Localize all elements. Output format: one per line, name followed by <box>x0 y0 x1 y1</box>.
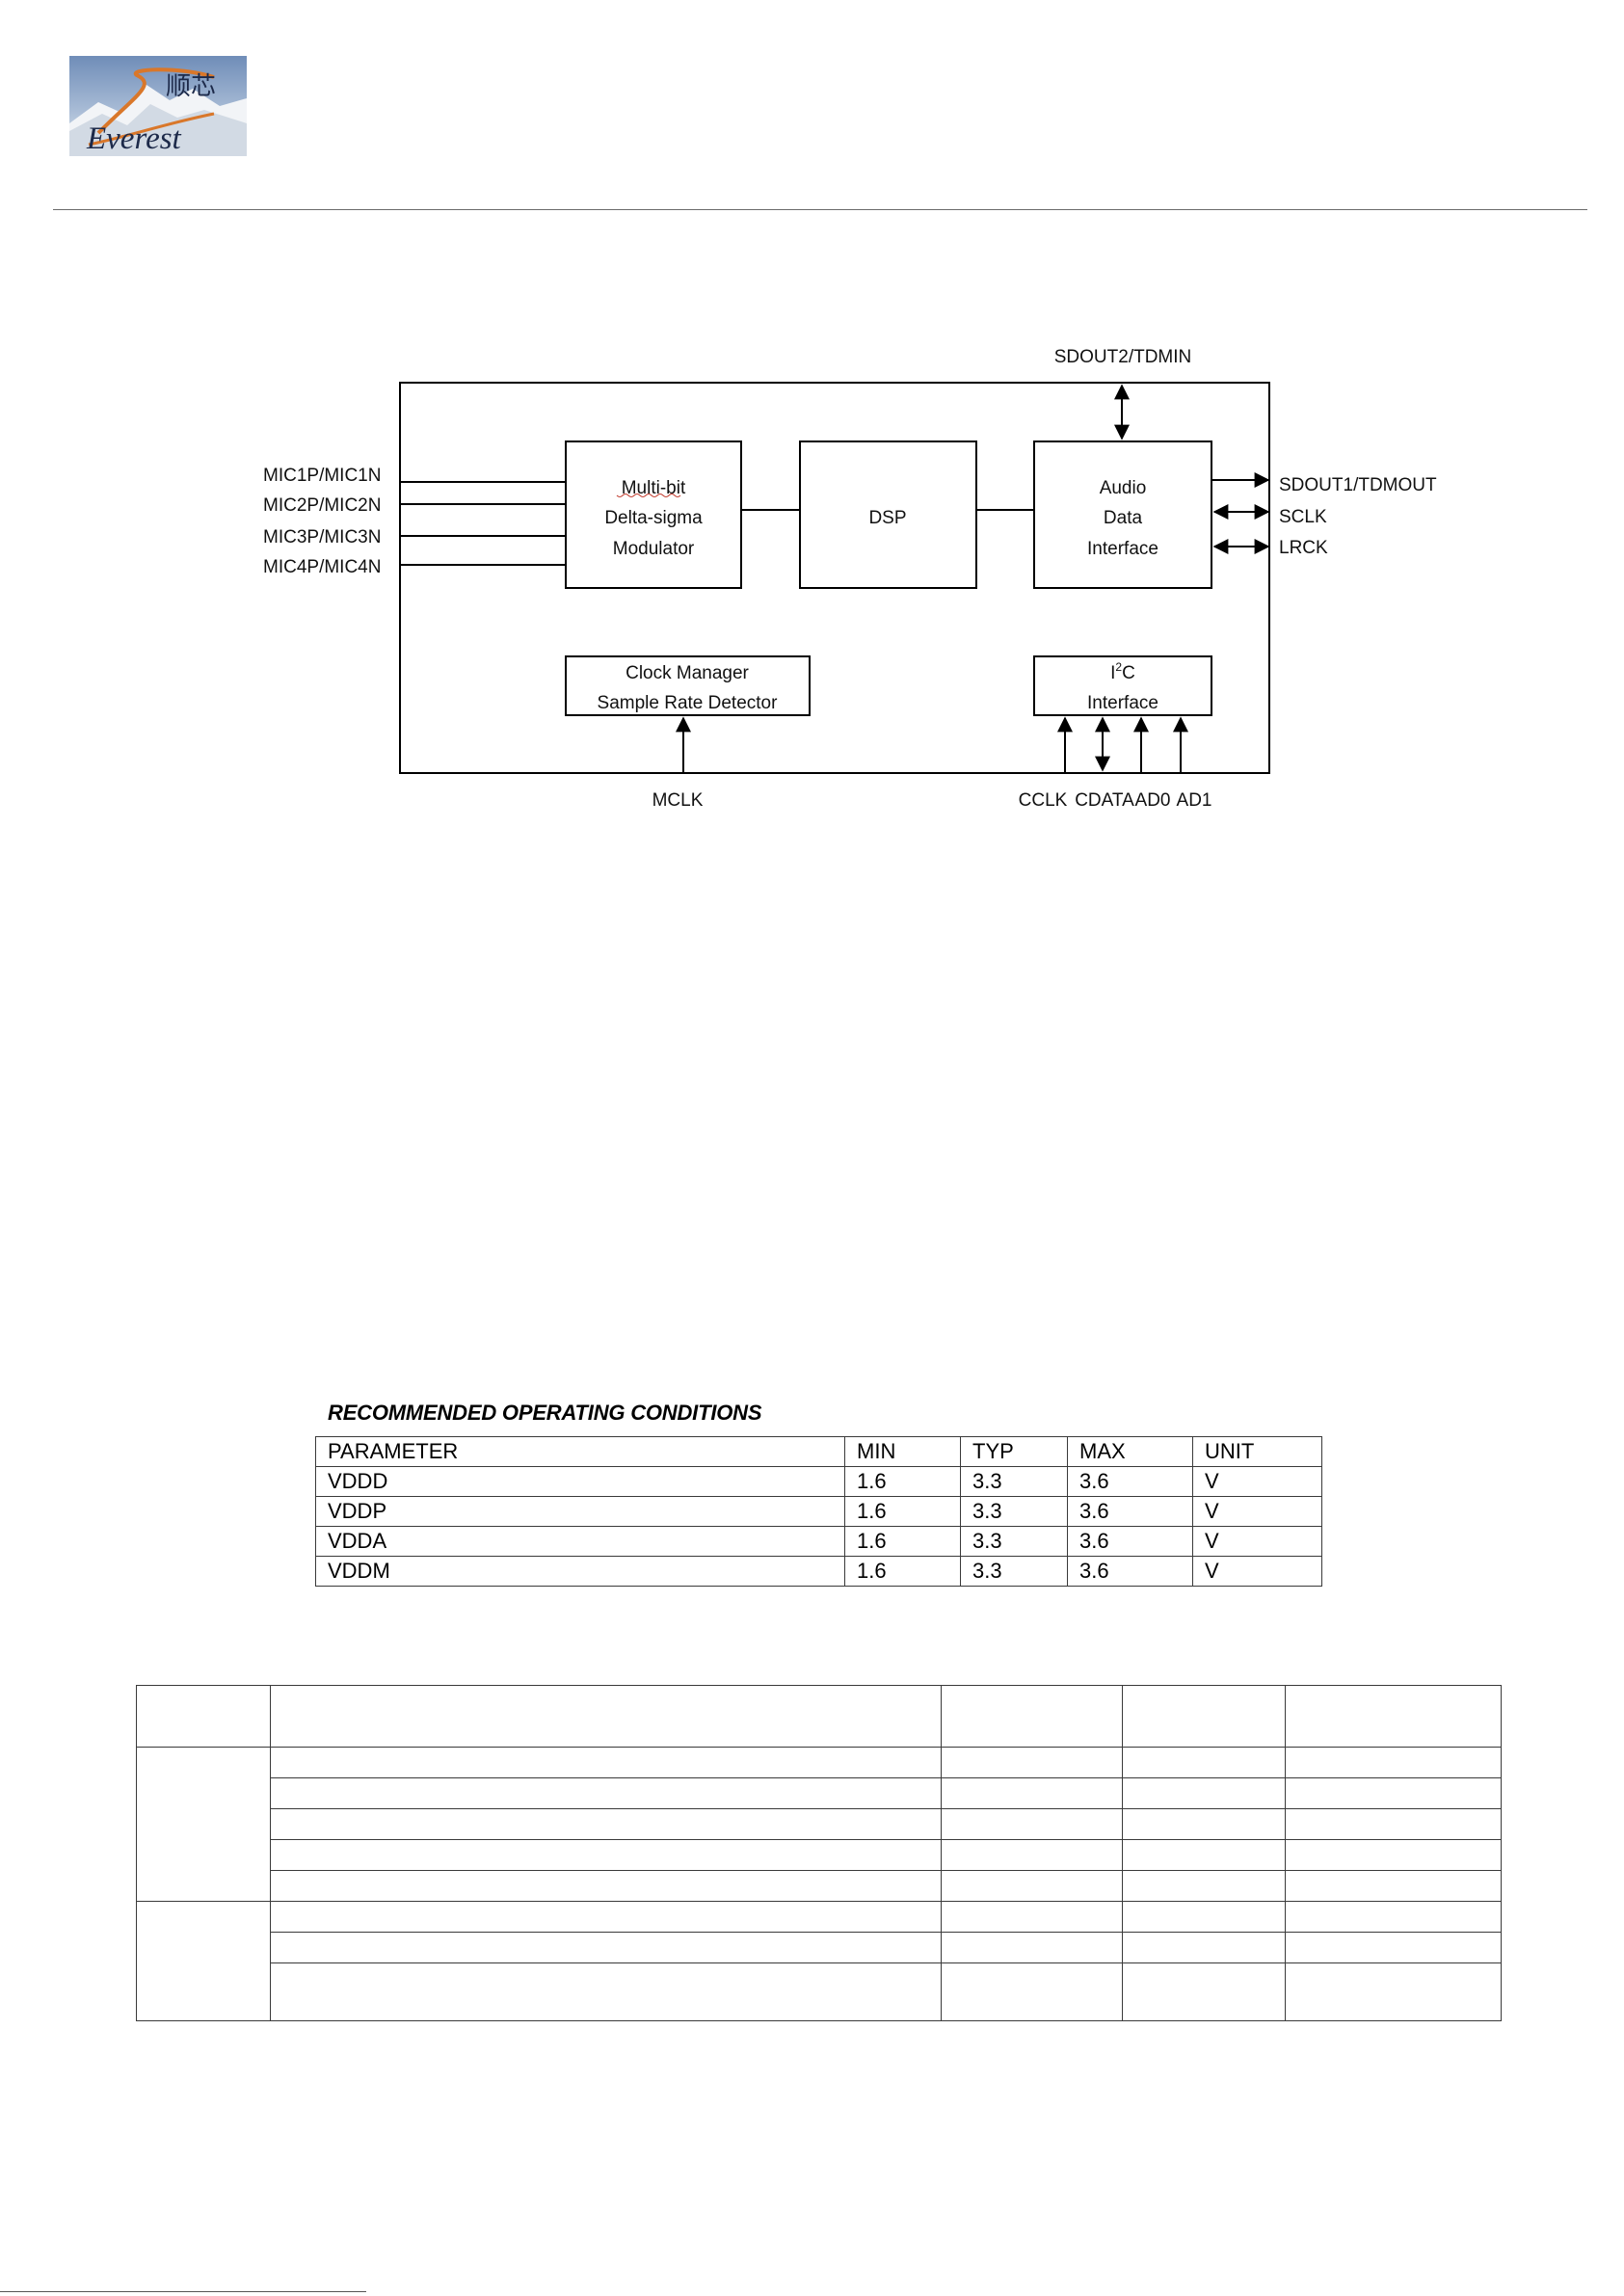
pin-mclk: MCLK <box>652 790 704 811</box>
audio-interface-label: Interface <box>1087 539 1158 559</box>
table-row: VDDM 1.6 3.3 3.6 V <box>315 1556 1322 1587</box>
table-cell: 3.6 <box>1067 1556 1193 1587</box>
input-label-mic1: MIC1P/MIC1N <box>263 466 381 486</box>
roc-table-title: RECOMMENDED OPERATING CONDITIONS <box>328 1401 762 1425</box>
dsp-block <box>799 441 977 589</box>
pin-sclk: SCLK <box>1279 507 1327 527</box>
table-row <box>137 1808 1502 1840</box>
table-cell: 3.6 <box>1067 1466 1193 1497</box>
modulator-label: Multi-bit <box>622 478 686 498</box>
pin-cdata: CDATA <box>1075 790 1134 811</box>
table-row <box>137 1870 1502 1902</box>
pin-sdout2: SDOUT2/TDMIN <box>1054 347 1192 367</box>
table-header-cell: MIN <box>844 1436 961 1467</box>
table-header-row: PARAMETER MIN TYP MAX UNIT <box>315 1436 1322 1467</box>
table-cell: 1.6 <box>844 1526 961 1557</box>
modulator-label: Modulator <box>613 539 695 559</box>
table-cell: V <box>1192 1556 1322 1587</box>
footer-divider <box>0 2291 366 2292</box>
table-header-cell: PARAMETER <box>315 1436 845 1467</box>
i2c-interface-block <box>1033 655 1212 716</box>
table-cell: 1.6 <box>844 1556 961 1587</box>
logo-text-cn: 顺芯 <box>166 72 216 101</box>
table-header-cell: TYP <box>960 1436 1068 1467</box>
table-cell: V <box>1192 1466 1322 1497</box>
table-row <box>136 1747 1502 1902</box>
logo-text-en: Everest <box>86 121 182 156</box>
table-cell: 3.6 <box>1067 1526 1193 1557</box>
table-row: VDDA 1.6 3.3 3.6 V <box>315 1526 1322 1557</box>
table-cell: 3.3 <box>960 1526 1068 1557</box>
table-cell: VDDA <box>315 1526 845 1557</box>
audio-interface-label: Audio <box>1100 478 1147 498</box>
i2c-label: I2C <box>1110 660 1135 683</box>
table-cell: 3.3 <box>960 1496 1068 1527</box>
pin-lrck: LRCK <box>1279 538 1328 558</box>
table-cell: VDDM <box>315 1556 845 1587</box>
audio-data-interface-block <box>1033 441 1212 589</box>
input-label-mic2: MIC2P/MIC2N <box>263 495 381 516</box>
block-diagram: MIC1P/MIC1N MIC2P/MIC2N MIC3P/MIC3N MIC4… <box>263 347 1437 811</box>
table-row <box>136 1901 1502 2021</box>
everest-logo: 顺芯 Everest <box>69 56 247 156</box>
table-header-cell: UNIT <box>1192 1436 1322 1467</box>
modulator-label: Delta-sigma <box>604 508 703 528</box>
table-header-cell: MAX <box>1067 1436 1193 1467</box>
input-label-mic4: MIC4P/MIC4N <box>263 557 381 577</box>
empty-spec-table <box>136 1685 1502 2021</box>
modulator-block <box>565 441 742 589</box>
table-cell: V <box>1192 1526 1322 1557</box>
table-row <box>137 1932 1502 1963</box>
i2c-label: Interface <box>1087 693 1158 713</box>
pin-ad0: AD0 <box>1135 790 1171 811</box>
table-cell: 1.6 <box>844 1466 961 1497</box>
table-row <box>137 1962 1502 2021</box>
audio-interface-label: Data <box>1104 508 1143 528</box>
table-row <box>137 1777 1502 1809</box>
table-cell: VDDD <box>315 1466 845 1497</box>
pin-cclk: CCLK <box>1019 790 1068 811</box>
clock-manager-block <box>565 655 811 716</box>
table-cell: VDDP <box>315 1496 845 1527</box>
input-label-mic3: MIC3P/MIC3N <box>263 527 381 547</box>
table-row: VDDP 1.6 3.3 3.6 V <box>315 1496 1322 1527</box>
table-row <box>137 1839 1502 1871</box>
table-cell: 1.6 <box>844 1496 961 1527</box>
table-row: VDDD 1.6 3.3 3.6 V <box>315 1466 1322 1497</box>
roc-table: PARAMETER MIN TYP MAX UNIT VDDD 1.6 3.3 … <box>315 1436 1322 1587</box>
pin-sdout1: SDOUT1/TDMOUT <box>1279 475 1437 495</box>
pin-ad1: AD1 <box>1177 790 1212 811</box>
table-cell: 3.3 <box>960 1556 1068 1587</box>
table-header-row <box>136 1685 1502 1748</box>
clock-manager-label: Sample Rate Detector <box>598 693 779 713</box>
chip-boundary <box>399 382 1270 774</box>
header-divider <box>53 209 1587 210</box>
table-cell: 3.3 <box>960 1466 1068 1497</box>
dsp-label: DSP <box>868 508 906 528</box>
clock-manager-label: Clock Manager <box>626 663 749 683</box>
table-cell: 3.6 <box>1067 1496 1193 1527</box>
table-cell: V <box>1192 1496 1322 1527</box>
